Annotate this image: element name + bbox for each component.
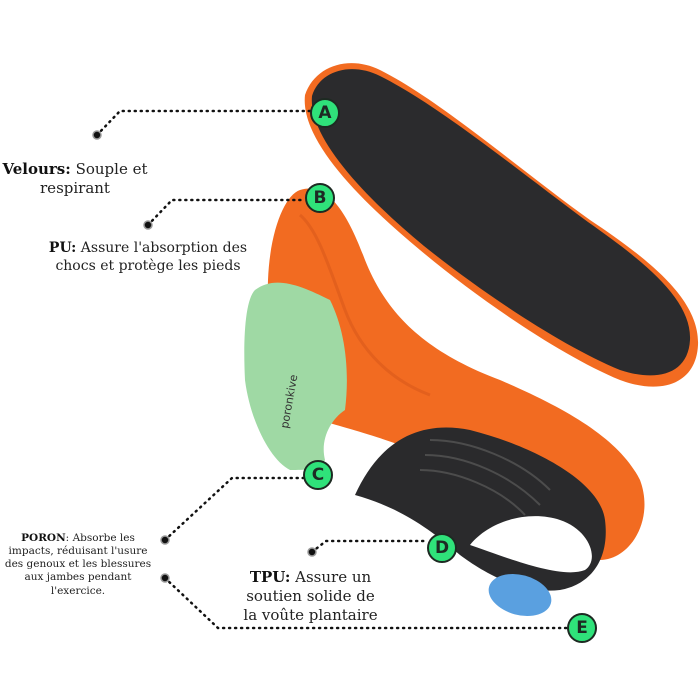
badge-b: B — [305, 183, 335, 213]
callout-title: Velours — [2, 160, 66, 178]
badge-e: E — [567, 613, 597, 643]
badge-d: D — [427, 533, 457, 563]
callout-velours: Velours: Souple et respirant — [2, 160, 148, 197]
callout-title: PU — [48, 240, 72, 256]
callout-text: Assure l'absorption des chocs et protège… — [55, 240, 248, 274]
badge-c: C — [303, 460, 333, 490]
callout-text: Absorbe les impacts, réduisant l'usure d… — [4, 532, 152, 597]
callout-title: PORON — [21, 532, 66, 544]
callout-pu: PU: Assure l'absorption des chocs et pro… — [48, 240, 248, 274]
callout-tpu: TPU: Assure un soutien solide de la voût… — [243, 568, 378, 624]
badge-a: A — [310, 98, 340, 128]
poron-piece — [244, 282, 347, 470]
callout-title: TPU — [249, 568, 285, 586]
callout-poron: PORON: Absorbe les impacts, réduisant l'… — [4, 532, 152, 597]
heel-pad — [488, 573, 552, 617]
callout-text: Assure un soutien solide de la voûte pla… — [243, 568, 378, 624]
callout-text: Souple et respirant — [40, 160, 148, 197]
